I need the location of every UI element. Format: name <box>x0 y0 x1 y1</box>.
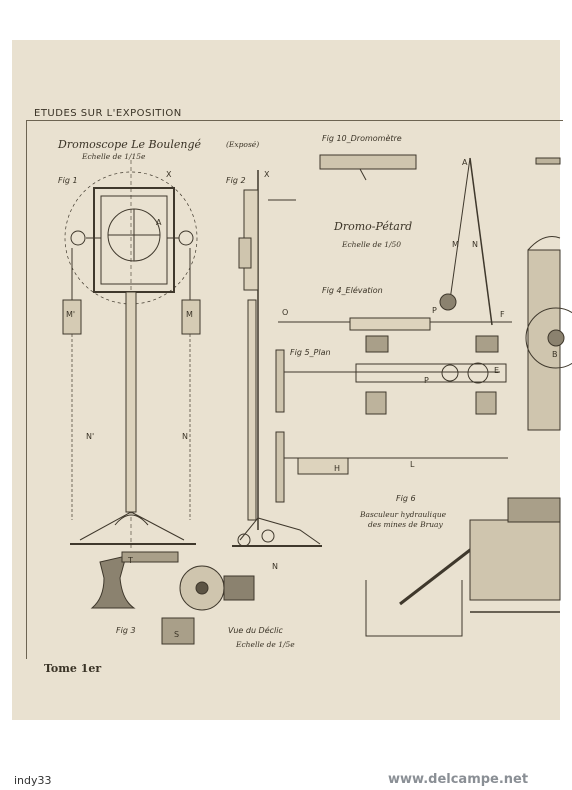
letter-s: S <box>174 630 180 639</box>
fig6-label: Fig 6 <box>396 494 416 503</box>
letter-n-3: N <box>472 240 478 249</box>
letter-o-1: O <box>282 308 289 317</box>
letter-e: E <box>494 366 500 375</box>
letter-m-2: M <box>452 240 459 249</box>
letter-p-2: P <box>424 376 429 385</box>
letter-f-1: F <box>500 310 505 319</box>
basculeur-line2: des mines de Bruay <box>368 520 443 529</box>
letter-x-1: X <box>166 170 172 179</box>
letter-x-2: X <box>264 170 270 179</box>
declic-fig3-drawing <box>90 551 255 645</box>
letter-n-2: N <box>272 562 278 571</box>
letter-p-1: P <box>432 306 437 315</box>
letter-a-2: A <box>462 158 468 167</box>
dromoscope-fig2-drawing <box>232 170 322 547</box>
letter-b: B <box>552 350 558 359</box>
letter-n-prime: N' <box>86 432 95 441</box>
dromo-petard-drawing <box>275 157 512 503</box>
basculeur-fig6-drawing <box>365 497 561 637</box>
plate-frame <box>26 120 563 659</box>
letter-t: T <box>128 556 133 565</box>
letter-a-1: A <box>156 218 162 227</box>
site-watermark: www.delcampe.net <box>388 772 529 787</box>
dromoscope-title: Dromoscope Le Boulengé <box>58 138 201 151</box>
letter-h: H <box>334 464 341 473</box>
declic-scale: Echelle de 1/5e <box>236 640 295 649</box>
dromoscope-scale: Echelle de 1/15e <box>82 152 146 161</box>
basculeur-line1: Basculeur hydraulique <box>360 510 447 519</box>
fig3-label: Fig 3 <box>116 626 136 635</box>
letter-n-1: N <box>182 432 188 441</box>
tome-label: Tome 1er <box>44 662 102 675</box>
fig4-label: Fig 4_Elévation <box>322 286 383 295</box>
letter-l: L <box>410 460 415 469</box>
letter-m-prime: M' <box>66 310 76 319</box>
fig1-label: Fig 1 <box>58 176 78 185</box>
fig10-label: Fig 10_Dromomètre <box>322 134 402 143</box>
dromo-petard-scale: Echelle de 1/50 <box>342 240 402 249</box>
right-machine-drawing <box>525 157 572 431</box>
dromoscope-fig1-drawing <box>62 160 201 548</box>
seller-name: indy33 <box>14 774 52 787</box>
letter-m-1: M <box>186 310 193 319</box>
dromometre-drawing <box>319 154 417 181</box>
dromo-petard-title: Dromo-Pétard <box>334 220 413 233</box>
dromoscope-expose: (Exposé) <box>226 140 260 149</box>
fig2-label: Fig 2 <box>226 176 246 185</box>
declic-title: Vue du Déclic <box>228 626 283 635</box>
fig5-label: Fig 5_Plan <box>290 348 331 357</box>
page-header: ETUDES SUR L'EXPOSITION <box>34 108 182 119</box>
